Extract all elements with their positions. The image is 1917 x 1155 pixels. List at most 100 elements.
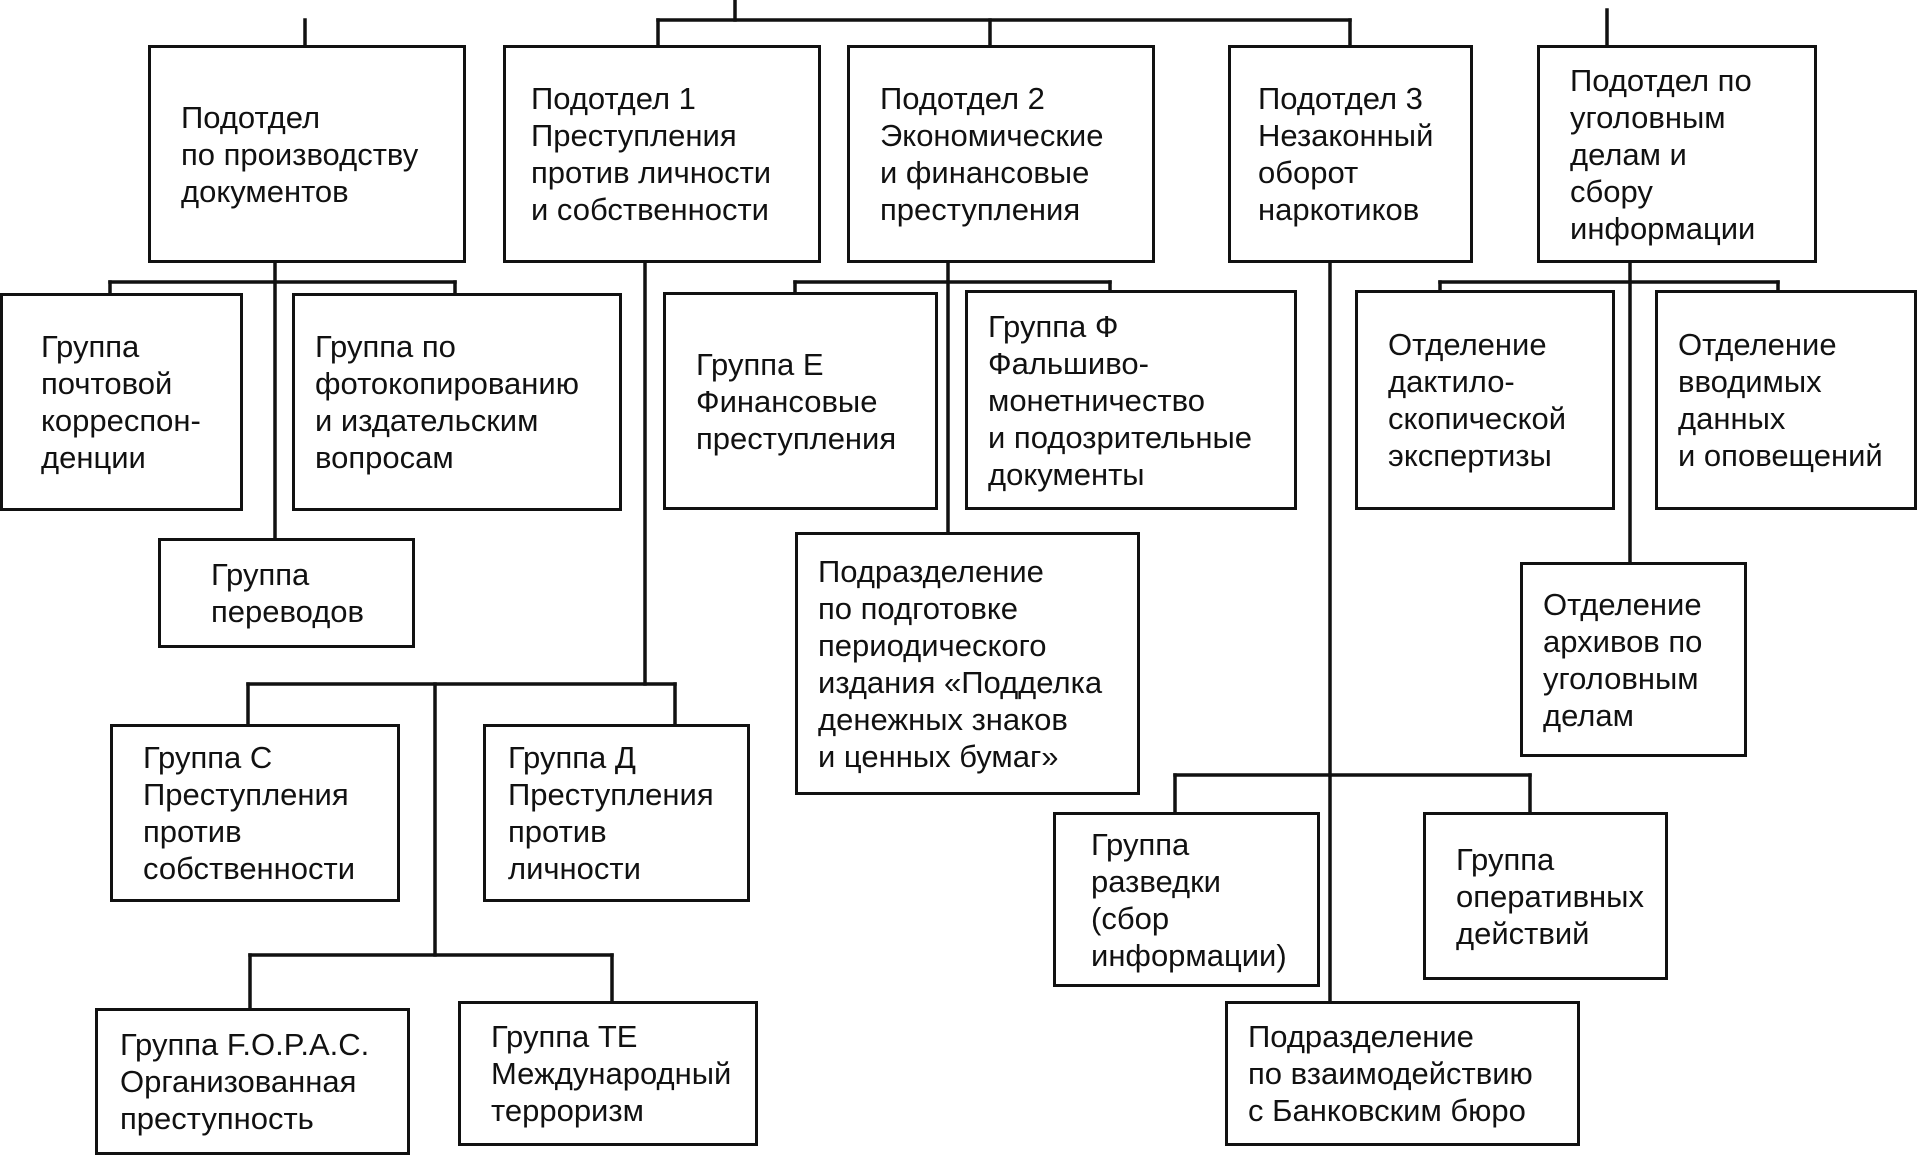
box-line: и собственности: [531, 192, 769, 227]
box-line: Преступления: [531, 118, 737, 153]
box-line: документов: [181, 173, 349, 209]
box-line: переводов: [211, 594, 364, 629]
box-line: преступления: [880, 192, 1081, 227]
box-line: оборот: [1258, 155, 1359, 190]
box-line: Подразделение: [818, 553, 1044, 589]
box-line: фотокопированию: [315, 366, 579, 401]
box-line: разведки: [1091, 863, 1221, 899]
box-line: Международный: [491, 1056, 732, 1091]
box-line: почтовой: [41, 366, 173, 401]
box-line: действий: [1456, 915, 1590, 951]
box-line: уголовным: [1543, 660, 1699, 696]
box-line: Группа Д: [508, 740, 636, 775]
box-line: Подотдел: [181, 99, 321, 135]
box-line: Фальшиво-: [988, 345, 1149, 381]
box-line: наркотиков: [1258, 192, 1420, 227]
box-line: архивов по: [1543, 623, 1703, 659]
box-line: Организованная: [120, 1064, 357, 1099]
box-line: Группа С: [143, 740, 273, 775]
group-translations-box: Группа переводов: [158, 538, 415, 648]
box-line: Отделение: [1388, 327, 1547, 362]
box-line: корреспон-: [41, 403, 201, 438]
box-line: Подотдел по: [1570, 62, 1752, 98]
group-c-box: Группа С Преступления против собственнос…: [110, 724, 400, 902]
box-line: по подготовке: [818, 590, 1018, 626]
box-line: против: [508, 814, 607, 849]
box-line: Группа: [41, 329, 140, 364]
box-line: делам: [1543, 697, 1634, 733]
box-line: и ценных бумаг»: [818, 738, 1059, 774]
box-line: Отделение: [1678, 327, 1837, 362]
box-line: Группа: [1091, 826, 1190, 862]
box-line: (сбор: [1091, 900, 1170, 936]
box-line: по взаимодействию: [1248, 1056, 1533, 1091]
box-line: сбору: [1570, 173, 1653, 209]
group-e-box: Группа Е Финансовые преступления: [663, 292, 938, 510]
box-line: личности: [508, 851, 641, 886]
box-line: Незаконный: [1258, 118, 1434, 153]
box-line: с Банковским бюро: [1248, 1093, 1526, 1128]
group-operations-box: Группа оперативных действий: [1423, 812, 1668, 980]
box-line: информации): [1091, 937, 1287, 973]
division-bank-box: Подразделение по взаимодействию с Банков…: [1225, 1001, 1580, 1146]
box-line: преступность: [120, 1101, 314, 1136]
box-line: против: [143, 814, 242, 849]
group-d-box: Группа Д Преступления против личности: [483, 724, 750, 902]
box-line: уголовным: [1570, 99, 1726, 135]
box-line: и финансовые: [880, 155, 1090, 190]
box-line: периодического: [818, 627, 1047, 663]
box-line: преступления: [696, 420, 897, 456]
box-line: Преступления: [143, 777, 349, 812]
box-line: Подотдел 2: [880, 81, 1045, 116]
box-line: скопической: [1388, 401, 1567, 436]
box-line: Группа Е: [696, 346, 824, 382]
subdepartment-2-box: Подотдел 2 Экономические и финансовые пр…: [847, 45, 1155, 263]
box-line: и издательским: [315, 403, 539, 438]
box-line: вопросам: [315, 440, 454, 475]
subdepartment-documents-box: Подотдел по производству документов: [148, 45, 466, 263]
box-line: и оповещений: [1678, 438, 1883, 473]
subdepartment-criminal-info-box: Подотдел по уголовным делам и сбору инфо…: [1537, 45, 1817, 263]
department-fingerprint-box: Отделение дактило- скопической экспертиз…: [1355, 290, 1615, 510]
group-forac-box: Группа F.O.P.A.C. Организованная преступ…: [95, 1008, 410, 1155]
box-line: делам и: [1570, 136, 1687, 172]
box-line: Группа: [1456, 841, 1555, 877]
box-line: Преступления: [508, 777, 714, 812]
box-line: информации: [1570, 210, 1756, 246]
box-line: Подразделение: [1248, 1019, 1474, 1054]
box-line: документы: [988, 456, 1145, 492]
box-line: оперативных: [1456, 878, 1644, 914]
box-line: Экономические: [880, 118, 1104, 153]
department-data-entry-box: Отделение вводимых данных и оповещений: [1655, 290, 1917, 510]
box-line: Отделение: [1543, 586, 1702, 622]
box-line: монетничество: [988, 382, 1205, 418]
box-line: данных: [1678, 401, 1786, 436]
group-photocopy-box: Группа по фотокопированию и издательским…: [292, 293, 622, 511]
box-line: и подозрительные: [988, 419, 1252, 455]
box-line: Подотдел 1: [531, 81, 696, 116]
box-line: терроризм: [491, 1093, 644, 1128]
group-f-box: Группа Ф Фальшиво- монетничество и подоз…: [965, 290, 1297, 510]
box-line: собственности: [143, 851, 356, 886]
box-line: денежных знаков: [818, 701, 1068, 737]
box-line: Группа Ф: [988, 308, 1119, 344]
subdepartment-3-box: Подотдел 3 Незаконный оборот наркотиков: [1228, 45, 1473, 263]
box-line: дактило-: [1388, 364, 1515, 399]
box-line: Финансовые: [696, 383, 878, 419]
box-line: денции: [41, 440, 146, 475]
subdepartment-1-box: Подотдел 1 Преступления против личности …: [503, 45, 821, 263]
box-line: вводимых: [1678, 364, 1822, 399]
box-line: по производству: [181, 136, 419, 172]
box-line: Группа ТЕ: [491, 1019, 638, 1054]
box-line: Группа по: [315, 329, 456, 364]
box-line: Группа: [211, 557, 310, 592]
group-te-box: Группа ТЕ Международный терроризм: [458, 1001, 758, 1146]
box-line: издания «Подделка: [818, 664, 1103, 700]
group-intelligence-box: Группа разведки (сбор информации): [1053, 812, 1320, 987]
box-line: против личности: [531, 155, 772, 190]
division-periodical-box: Подразделение по подготовке периодическо…: [795, 532, 1140, 795]
box-line: экспертизы: [1388, 438, 1552, 473]
box-line: Группа F.O.P.A.C.: [120, 1027, 370, 1062]
